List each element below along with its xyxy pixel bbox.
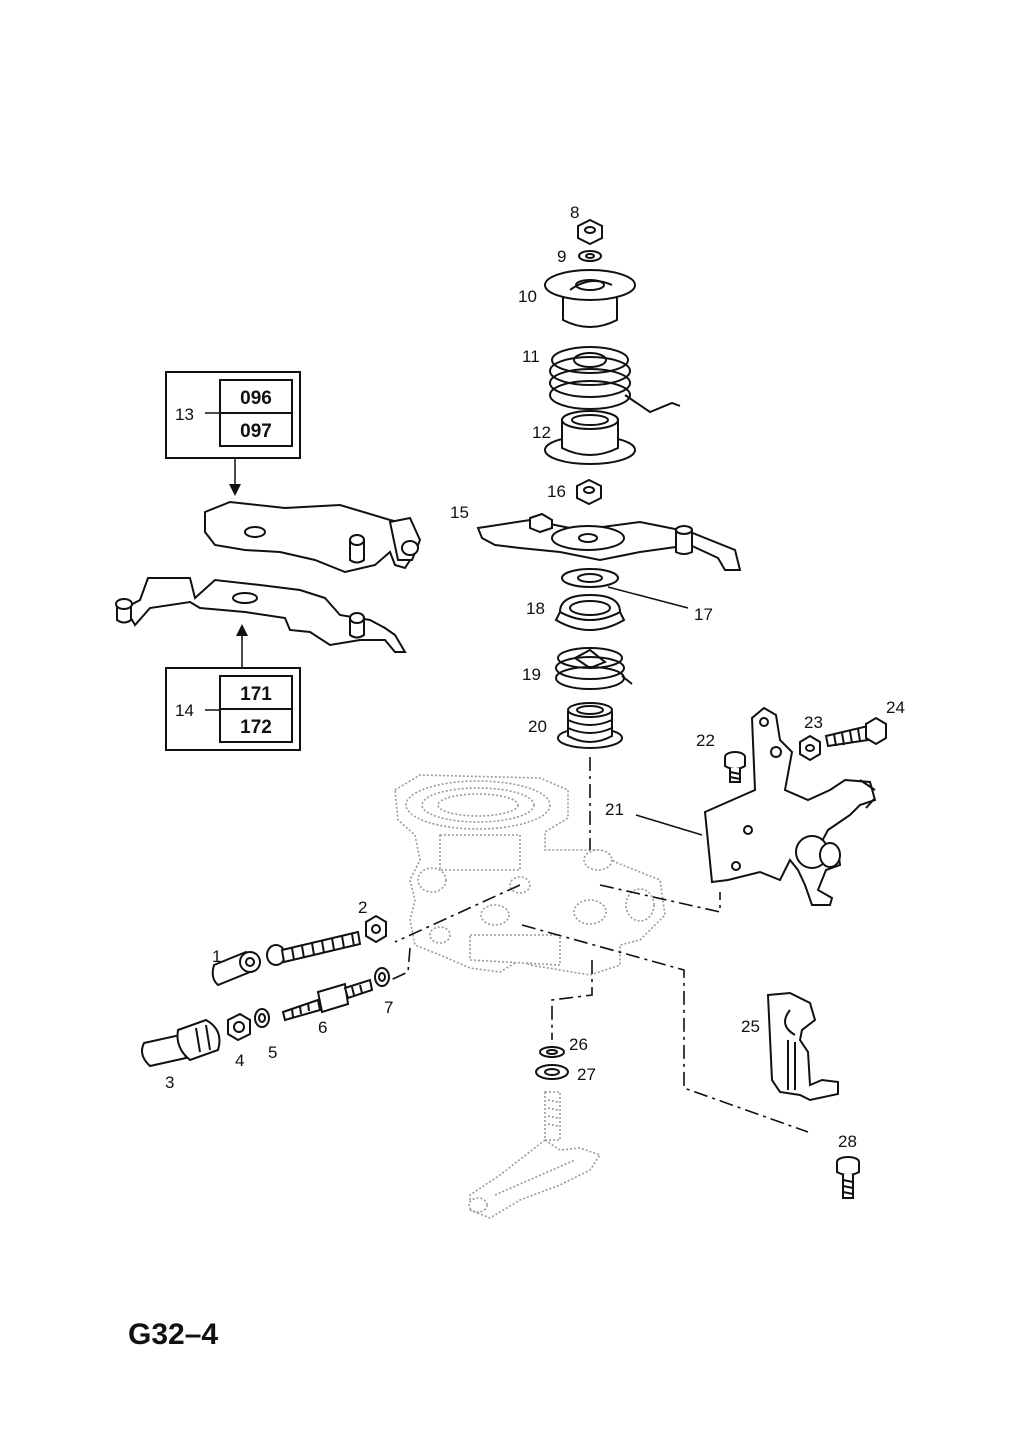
part-18-cup: [554, 593, 626, 631]
reference-box-13: [165, 371, 301, 496]
label-12: 12: [532, 423, 551, 442]
label-24: 24: [886, 698, 905, 717]
part-10-bush: [544, 269, 636, 328]
part-6-screw: [281, 978, 374, 1022]
part-24-bolt: [824, 716, 887, 748]
carburettor-body: [394, 774, 666, 976]
label-19: 19: [522, 665, 541, 684]
part-22-screw: [724, 751, 746, 783]
label-22: 22: [696, 731, 715, 750]
reference-box-14: [165, 624, 301, 751]
label-23: 23: [804, 713, 823, 732]
part-11-spring: [549, 346, 681, 414]
label-10: 10: [518, 287, 537, 306]
label-2: 2: [358, 898, 367, 917]
part-17-washer: [561, 568, 619, 588]
label-25: 25: [741, 1017, 760, 1036]
part-5-washer: [254, 1008, 270, 1028]
part-12-bushing: [544, 410, 636, 465]
part-1-screw: [266, 930, 362, 966]
part-labels: 1 2 3 4 5 6 7 8 9 10 11 12 13 14 15 16 1…: [165, 203, 905, 1151]
label-15: 15: [450, 503, 469, 522]
leader-lines: [607, 586, 703, 836]
box14-bottom-code: 172: [240, 717, 272, 738]
label-18: 18: [526, 599, 545, 618]
throttle-shaft-lever: [468, 1091, 602, 1219]
label-26: 26: [569, 1035, 588, 1054]
label-14: 14: [175, 701, 194, 720]
part-20-cap: [557, 702, 623, 749]
part-23-nut: [799, 734, 821, 762]
label-7: 7: [384, 998, 393, 1017]
part-25-bracket: [766, 991, 839, 1102]
part-3-knob: [141, 1018, 221, 1068]
part-1-cap: [211, 950, 261, 987]
box13-bottom-code: 097: [240, 421, 272, 442]
part-28-screw: [836, 1156, 860, 1199]
part-2-nut: [365, 914, 387, 944]
part-21-bracket: [703, 706, 877, 906]
label-17: 17: [694, 605, 713, 624]
part-9-washer: [578, 250, 602, 262]
label-11: 11: [522, 347, 540, 366]
part-27-clip: [535, 1064, 569, 1080]
label-1: 1: [212, 947, 221, 966]
part-7-washer: [374, 967, 390, 987]
part-26-washer: [539, 1046, 565, 1058]
label-13: 13: [175, 405, 194, 424]
label-6: 6: [318, 1018, 327, 1037]
part-4-nut: [227, 1012, 251, 1042]
label-8: 8: [570, 203, 579, 222]
part-14-lever: [115, 577, 407, 653]
label-28: 28: [838, 1132, 857, 1151]
label-16: 16: [547, 482, 566, 501]
label-5: 5: [268, 1043, 277, 1062]
label-21: 21: [605, 800, 624, 819]
assembly-lines: [379, 757, 809, 1133]
part-13-lever: [204, 500, 422, 574]
diagram-code: G32–4: [128, 1318, 219, 1351]
part-16-nut: [576, 478, 602, 506]
label-3: 3: [165, 1073, 174, 1092]
label-4: 4: [235, 1051, 244, 1070]
part-8-nut: [577, 218, 603, 246]
label-20: 20: [528, 717, 547, 736]
part-19-spring: [555, 647, 633, 690]
box14-top-code: 171: [240, 684, 272, 705]
part-15-lever: [476, 512, 742, 571]
label-9: 9: [557, 247, 566, 266]
label-27: 27: [577, 1065, 596, 1084]
box13-top-code: 096: [240, 388, 272, 409]
